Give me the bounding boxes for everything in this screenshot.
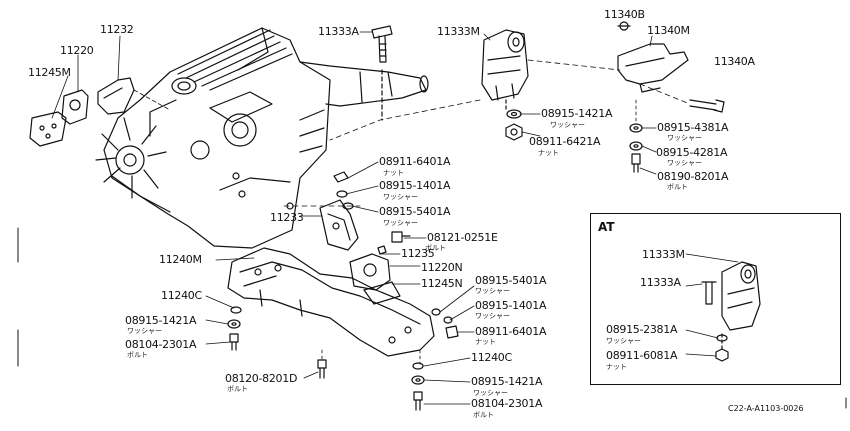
part-label-11333a: 11333A xyxy=(318,25,359,38)
part-label-11240c-left: 11240C xyxy=(161,289,202,302)
part-label-08915-1421a-left: 08915-1421A xyxy=(125,314,197,327)
part-sub-08915-4281a: ワッシャー xyxy=(667,159,702,167)
part-label-08915-1401a-bottom: 08915-1401A xyxy=(475,299,547,312)
at-mount-drawing xyxy=(701,261,761,362)
part-label-08915-5401a-bottom: 08915-5401A xyxy=(475,274,547,287)
part-label-08911-6421a: 08911-6421A xyxy=(529,135,601,148)
part-label-08911-6401a-bottom: 08911-6401A xyxy=(475,325,547,338)
part-label-08915-2381a: 08915-2381A xyxy=(606,323,678,336)
part-label-08104-2301a-left: 08104-2301A xyxy=(125,338,197,351)
part-label-11240m: 11240M xyxy=(159,253,202,266)
engine-drawing xyxy=(95,27,429,249)
part-label-08911-6401a-top: 08911-6401A xyxy=(379,155,451,168)
part-sub-08915-5401a-top: ワッシャー xyxy=(383,219,418,227)
part-label-08915-1401a-top: 08915-1401A xyxy=(379,179,451,192)
part-label-11333m-at: 11333M xyxy=(642,248,685,261)
top-bolt-drawing xyxy=(371,25,393,121)
part-label-08121-0251e: 08121-0251E xyxy=(427,231,498,244)
part-sub-08915-1421a-right: ワッシャー xyxy=(473,389,508,397)
part-sub-08915-4381a: ワッシャー xyxy=(667,134,702,142)
leader-lines xyxy=(51,25,739,405)
part-sub-08190-8201a: ボルト xyxy=(667,183,688,191)
part-sub-08120-8201d: ボルト xyxy=(227,385,248,393)
part-label-11333a-at: 11333A xyxy=(640,276,681,289)
part-sub-08911-6081a: ナット xyxy=(606,363,627,371)
part-label-08915-4281a: 08915-4281A xyxy=(656,146,728,159)
part-label-11220n: 11220N xyxy=(421,261,463,274)
part-label-08190-8201a: 08190-8201A xyxy=(657,170,729,183)
left-mount-drawing xyxy=(29,77,135,147)
part-sub-08915-1401a-bottom: ワッシャー xyxy=(475,312,510,320)
part-label-08915-5401a-top: 08915-5401A xyxy=(379,205,451,218)
part-sub-08915-1401a-top: ワッシャー xyxy=(383,193,418,201)
part-sub-08915-2381a: ワッシャー xyxy=(606,337,641,345)
part-sub-08911-6421a: ナット xyxy=(538,149,559,157)
part-label-11245n: 11245N xyxy=(421,277,463,290)
part-label-11333m: 11333M xyxy=(437,25,480,38)
part-label-11220: 11220 xyxy=(60,44,94,57)
part-label-08104-2301a-right: 08104-2301A xyxy=(471,397,543,410)
part-label-11340a: 11340A xyxy=(714,55,755,68)
part-sub-08104-2301a-right: ボルト xyxy=(473,411,494,419)
part-label-11240c-right: 11240C xyxy=(471,351,512,364)
part-label-11340b: 11340B xyxy=(604,8,645,21)
part-label-08915-1421a-top: 08915-1421A xyxy=(541,107,613,120)
part-sub-08915-1421a-top: ワッシャー xyxy=(550,121,585,129)
part-label-11232: 11232 xyxy=(100,23,134,36)
part-label-08915-4381a: 08915-4381A xyxy=(657,121,729,134)
part-label-11235: 11235 xyxy=(401,247,435,260)
diagram-reference-code: C22-A-A1103-0026 xyxy=(728,404,804,413)
part-sub-08121-0251e: ボルト xyxy=(425,244,446,252)
at-inset-title: AT xyxy=(598,220,615,234)
part-sub-08911-6401a-top: ナット xyxy=(383,169,404,177)
part-label-08120-8201d: 08120-8201D xyxy=(225,372,298,385)
part-sub-08915-1421a-left: ワッシャー xyxy=(127,327,162,335)
lower-mount-drawing xyxy=(349,245,401,305)
part-label-11245m: 11245M xyxy=(28,66,71,79)
part-sub-08915-5401a-bottom: ワッシャー xyxy=(475,287,510,295)
part-sub-08911-6401a-bottom: ナット xyxy=(475,338,496,346)
at-inset-frame xyxy=(590,213,841,385)
part-label-08915-1421a-right: 08915-1421A xyxy=(471,375,543,388)
lower-right-hardware-drawing xyxy=(411,308,459,411)
crossmember-bolt-drawing xyxy=(689,99,725,113)
main-crossmember-drawing xyxy=(227,247,435,357)
part-sub-08104-2301a-left: ボルト xyxy=(127,351,148,359)
part-label-08911-6081a: 08911-6081A xyxy=(606,349,678,362)
part-label-11233: 11233 xyxy=(270,211,304,224)
lower-left-hardware-drawing xyxy=(227,306,327,379)
rear-mount-drawing xyxy=(481,29,529,113)
part-label-11340m: 11340M xyxy=(647,24,690,37)
